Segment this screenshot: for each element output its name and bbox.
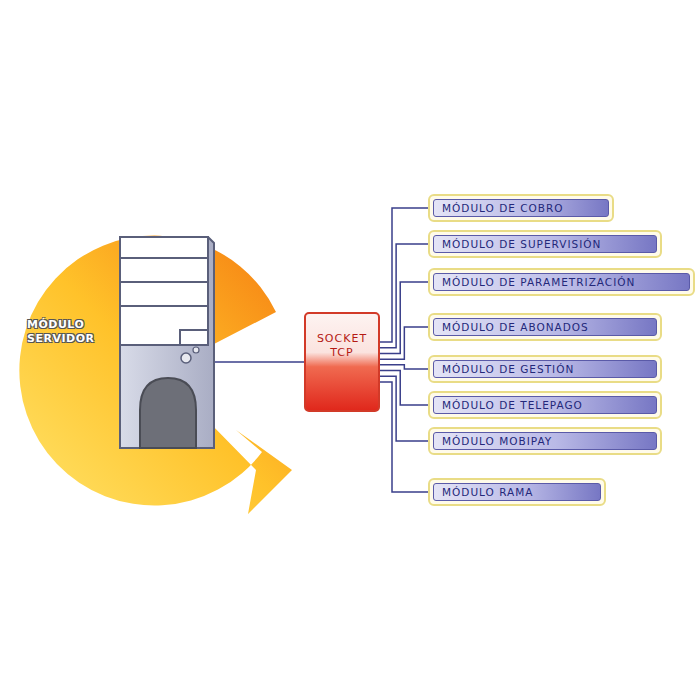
module-box: MÓDULO DE SUPERVISIÓN: [428, 230, 662, 258]
module-label: MÓDULO RAMA: [442, 486, 533, 498]
module-face: MÓDULO DE GESTIÓN: [433, 360, 657, 378]
module-face: MÓDULO DE SUPERVISIÓN: [433, 235, 657, 253]
orange-cycle-arrow: [19, 236, 292, 514]
module-box: MÓDULO DE PARAMETRIZACIÓN: [428, 268, 695, 296]
server-label: MÓDULO SERVIDOR: [27, 318, 107, 346]
connector-wire: [215, 361, 304, 363]
module-label: MÓDULO DE TELEPAGO: [442, 399, 583, 411]
module-label: MÓDULO DE GESTIÓN: [442, 363, 574, 375]
connector-wire: [380, 365, 428, 369]
module-face: MÓDULO RAMA: [433, 483, 601, 501]
module-face: MÓDULO DE TELEPAGO: [433, 396, 657, 414]
module-face: MÓDULO DE COBRO: [433, 199, 609, 217]
server-module: MÓDULO SERVIDOR: [15, 232, 215, 494]
module-box: MÓDULO DE GESTIÓN: [428, 355, 662, 383]
computer-tower: [120, 237, 214, 448]
module-box: MÓDULO DE TELEPAGO: [428, 391, 662, 419]
connector-wire: [380, 376, 428, 441]
module-face: MÓDULO DE PARAMETRIZACIÓN: [433, 273, 690, 291]
connector-wire: [380, 208, 428, 342]
module-label: MÓDULO DE ABONADOS: [442, 321, 589, 333]
connector-wire: [380, 327, 428, 359]
socket-label: SOCKET TCP: [306, 314, 378, 360]
module-box: MÓDULO DE ABONADOS: [428, 313, 662, 341]
module-label: MÓDULO DE COBRO: [442, 202, 564, 214]
module-box: MÓDULO DE COBRO: [428, 194, 614, 222]
module-box: MÓDULO MOBIPAY: [428, 427, 662, 455]
module-face: MÓDULO MOBIPAY: [433, 432, 657, 450]
module-face: MÓDULO DE ABONADOS: [433, 318, 657, 336]
module-label: MÓDULO MOBIPAY: [442, 435, 552, 447]
module-box: MÓDULO RAMA: [428, 478, 606, 506]
module-label: MÓDULO DE PARAMETRIZACIÓN: [442, 276, 635, 288]
module-label: MÓDULO DE SUPERVISIÓN: [442, 238, 601, 250]
connector-wire: [380, 382, 428, 492]
socket-box: SOCKET TCP: [304, 312, 380, 412]
